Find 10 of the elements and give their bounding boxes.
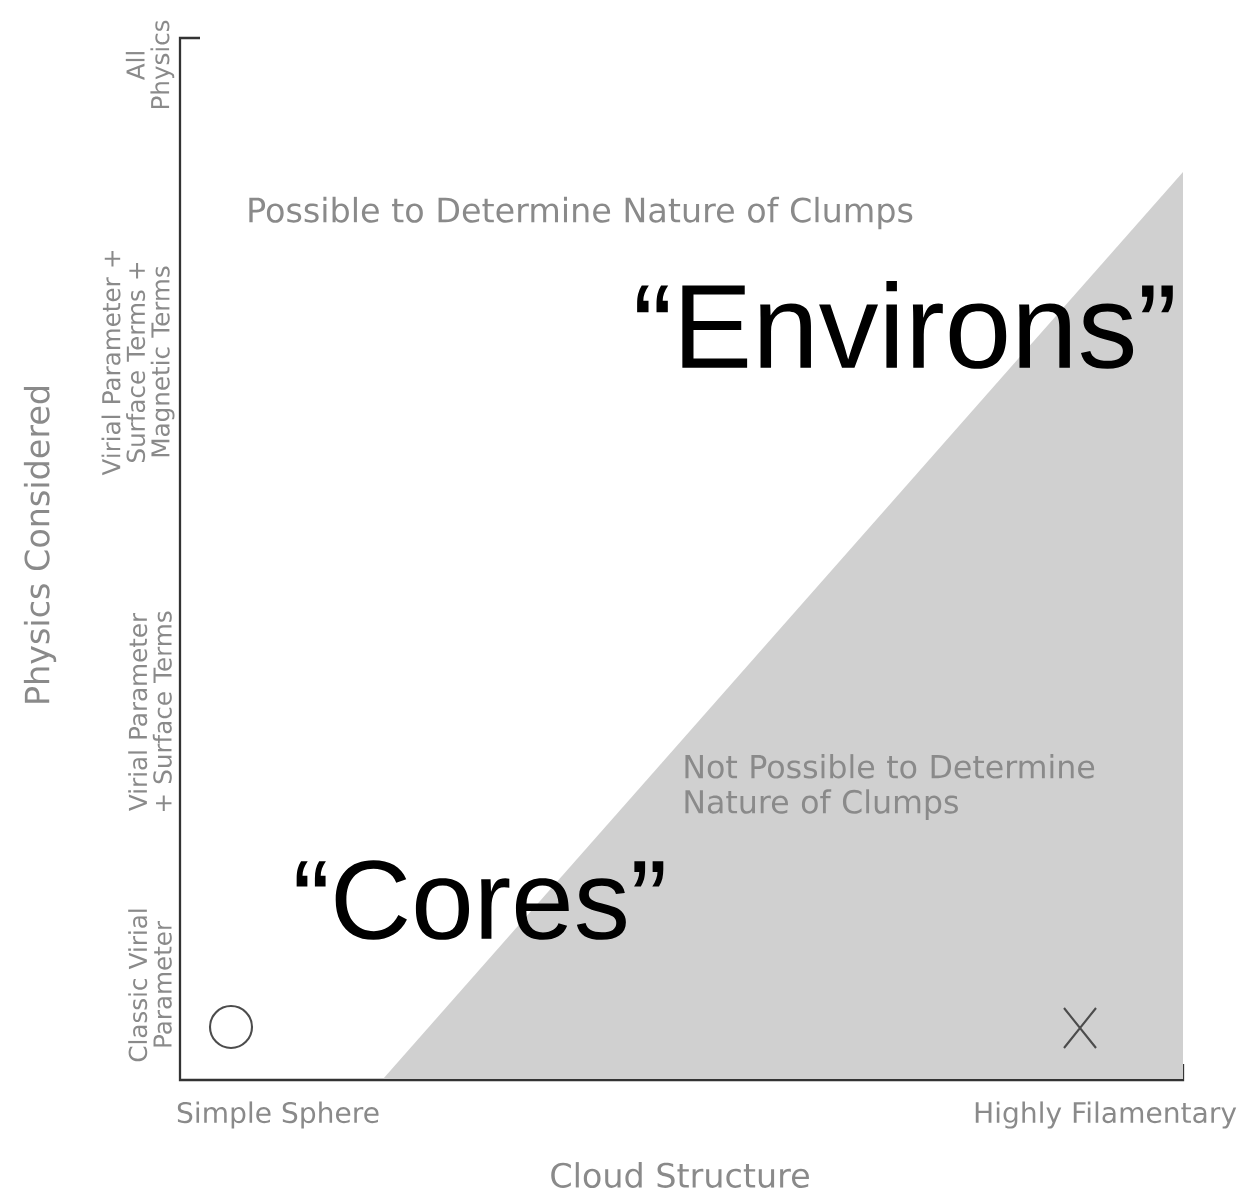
- axis-tick-label: Classic Virial Parameter: [128, 909, 172, 1062]
- axis-tick-label: Simple Sphere: [177, 1101, 379, 1129]
- axis-title: Physics Considered: [23, 386, 57, 703]
- axis-tick-label: Highly Filamentary: [975, 1101, 1237, 1129]
- axis-tick-label: Virial Parameter + Surface Terms + Magnetic Terms: [101, 251, 175, 476]
- node-label: Not Possible to Determine Nature of Clumps: [685, 754, 1095, 820]
- region-title: “Environs”: [637, 281, 1173, 369]
- axis-title: Cloud Structure: [551, 1162, 809, 1188]
- axis-tick-label: Virial Parameter + Surface Terms: [128, 611, 172, 811]
- axis-tick-label: All Physics: [125, 20, 175, 109]
